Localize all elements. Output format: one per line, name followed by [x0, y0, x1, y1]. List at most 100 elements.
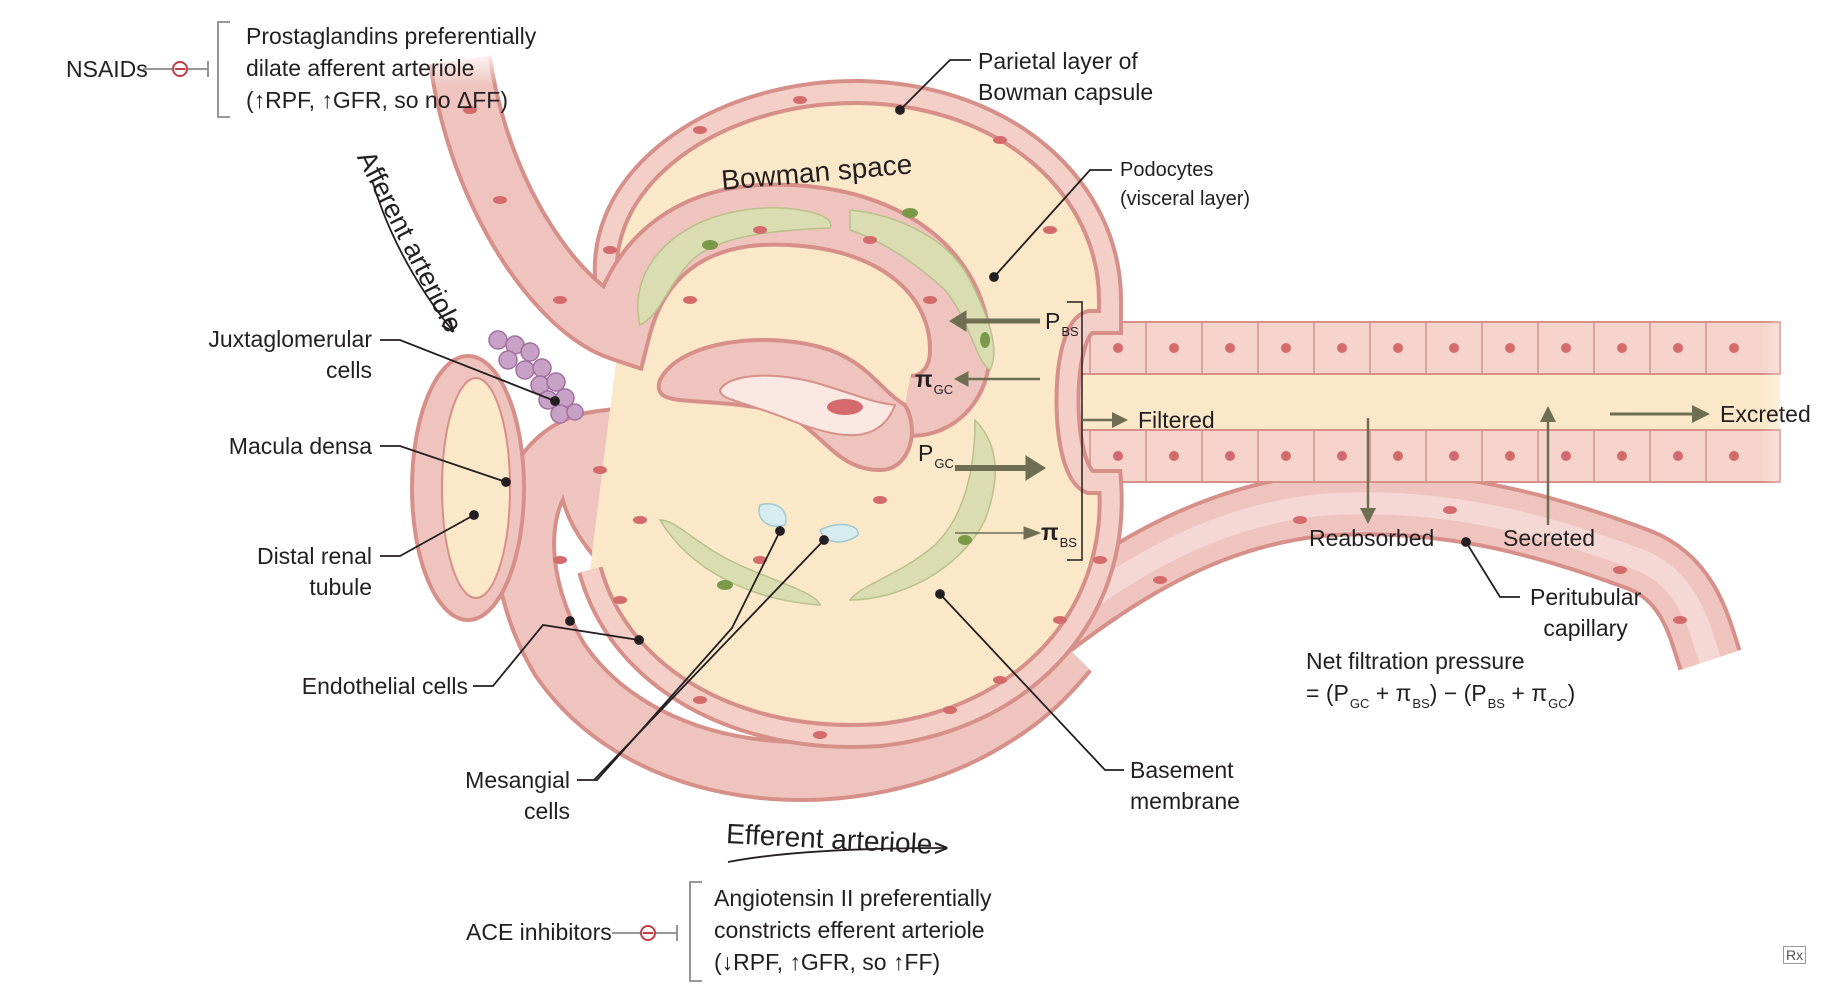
nfp-eq: = (P	[1306, 680, 1349, 706]
cell-nucleus	[1093, 556, 1107, 564]
cell-nucleus	[793, 96, 807, 104]
pressure-arrows	[949, 310, 1046, 540]
macula-densa-label: Macula densa	[228, 433, 372, 459]
nfp-plus-1: + π	[1369, 680, 1412, 706]
podocytes-line-2: (visceral layer)	[1120, 188, 1251, 210]
cell-nucleus	[553, 296, 567, 304]
cell-nucleus	[1443, 506, 1457, 514]
p-gc-sub: GC	[934, 456, 954, 471]
cell-nucleus	[1043, 226, 1057, 234]
tubule-cell-nucleus	[1505, 343, 1515, 353]
endothelial-label: Endothelial cells	[301, 673, 468, 699]
podocytes	[637, 207, 996, 606]
tubule-cell-nucleus	[1505, 451, 1515, 461]
nfp-mid: ) − (P	[1429, 680, 1487, 706]
p-gc-main: P	[918, 440, 934, 466]
tubule-cell-nucleus	[1393, 343, 1403, 353]
cell-nucleus	[813, 731, 827, 739]
basement-label: Basement membrane	[1130, 755, 1240, 817]
peritubular-line-2: capillary	[1543, 615, 1628, 641]
cell-nucleus	[603, 246, 617, 254]
parietal-line-1: Parietal layer of	[978, 48, 1138, 74]
reabsorbed-label: Reabsorbed	[1309, 525, 1435, 551]
cell-nucleus	[943, 706, 957, 714]
tubule-cell-nucleus	[1169, 451, 1179, 461]
tubule-cell-nucleus	[1281, 451, 1291, 461]
ace-inhibit-symbol	[612, 881, 702, 982]
nfp-plus-2: + π	[1504, 680, 1548, 706]
pi-bs-main: π	[1041, 519, 1059, 545]
nsaids-label: NSAIDs	[66, 56, 148, 82]
net-filtration-pressure: Net filtration pressure = (PGC + πBS) − …	[1306, 645, 1575, 713]
angiotensin-line-3: (↓RPF, ↑GFR, so ↑FF)	[714, 949, 941, 975]
cell-nucleus	[553, 556, 567, 564]
prostaglandins-line-2: dilate afferent arteriole	[246, 55, 475, 81]
pi-gc-sub: GC	[933, 382, 954, 397]
pi-bs-sub: BS	[1059, 535, 1077, 550]
cell-nucleus	[693, 696, 707, 704]
tubule-cell-nucleus	[1393, 451, 1403, 461]
mesangial-line-1: Mesangial	[465, 767, 570, 793]
tubule-cell-nucleus	[1337, 451, 1347, 461]
nsaids-inhibit-symbol	[143, 21, 230, 118]
cell-nucleus	[863, 236, 877, 244]
pi-gc-label: πGC	[915, 364, 953, 398]
distal-tubule-line-1: Distal renal	[256, 543, 372, 569]
parietal-label: Parietal layer of Bowman capsule	[978, 46, 1153, 108]
tubule-cell-nucleus	[1449, 343, 1459, 353]
afferent-direction-arrow	[371, 179, 452, 330]
distal-tubule-line-2: tubule	[309, 574, 372, 600]
tubule-cell-nucleus	[1337, 343, 1347, 353]
nfp-sub-2: BS	[1412, 696, 1430, 711]
cell-nucleus	[613, 596, 627, 604]
tubule-cell-nucleus	[1113, 451, 1123, 461]
basement-line-2: membrane	[1130, 788, 1240, 814]
parietal-line-2: Bowman capsule	[978, 79, 1154, 105]
nfp-sub-3: BS	[1487, 696, 1505, 711]
cell-nucleus	[463, 106, 477, 114]
juxtaglomerular-cells	[488, 330, 584, 424]
p-gc-label: PGC	[918, 438, 954, 472]
prostaglandins-line-1: Prostaglandins preferentially	[246, 23, 537, 49]
cell-nucleus	[683, 296, 697, 304]
nfp-sub-1: GC	[1349, 696, 1370, 711]
tubule-cell-nucleus	[1225, 451, 1235, 461]
cell-nucleus	[993, 136, 1007, 144]
pi-bs-label: πBS	[1041, 517, 1077, 551]
p-bs-label: PBS	[1045, 306, 1079, 340]
p-bs-sub: BS	[1061, 324, 1079, 339]
tubule-cell-nucleus	[1281, 343, 1291, 353]
cell-nucleus	[493, 196, 507, 204]
cell-nucleus	[1053, 616, 1067, 624]
efferent-direction-arrow	[727, 848, 945, 863]
nfp-end: )	[1567, 680, 1576, 706]
pi-gc-main: π	[915, 366, 933, 392]
secreted-label: Secreted	[1503, 525, 1596, 551]
nfp-sub-4: GC	[1548, 696, 1568, 711]
tubule-cell-nucleus	[1113, 343, 1123, 353]
filtration-bracket	[1067, 301, 1083, 561]
cell-nucleus	[873, 496, 887, 504]
cell-nucleus	[923, 296, 937, 304]
podocytes-line-1: Podocytes	[1120, 159, 1214, 181]
cell-nucleus	[593, 466, 607, 474]
leader-lines	[380, 59, 1520, 781]
cell-nucleus	[753, 226, 767, 234]
p-bs-main: P	[1045, 308, 1061, 334]
mesangial-line-2: cells	[523, 798, 570, 824]
juxtaglomerular-line-2: cells	[325, 357, 372, 383]
mesangial-label: Mesangial cells	[440, 765, 570, 827]
peritubular-line-1: Peritubular	[1530, 584, 1642, 610]
cell-nucleus	[1153, 576, 1167, 584]
podocyte-nuclei	[702, 208, 990, 590]
filtered-label: Filtered	[1138, 407, 1215, 433]
cell-nucleus	[993, 676, 1007, 684]
cell-nucleus	[633, 516, 647, 524]
prostaglandins-note: Prostaglandins preferentially dilate aff…	[246, 20, 536, 116]
basement-line-1: Basement	[1130, 757, 1234, 783]
juxtaglomerular-line-1: Juxtaglomerular	[208, 326, 372, 352]
ace-inhibitors-label: ACE inhibitors	[466, 919, 612, 945]
rx-logo: Rx	[1783, 946, 1807, 964]
